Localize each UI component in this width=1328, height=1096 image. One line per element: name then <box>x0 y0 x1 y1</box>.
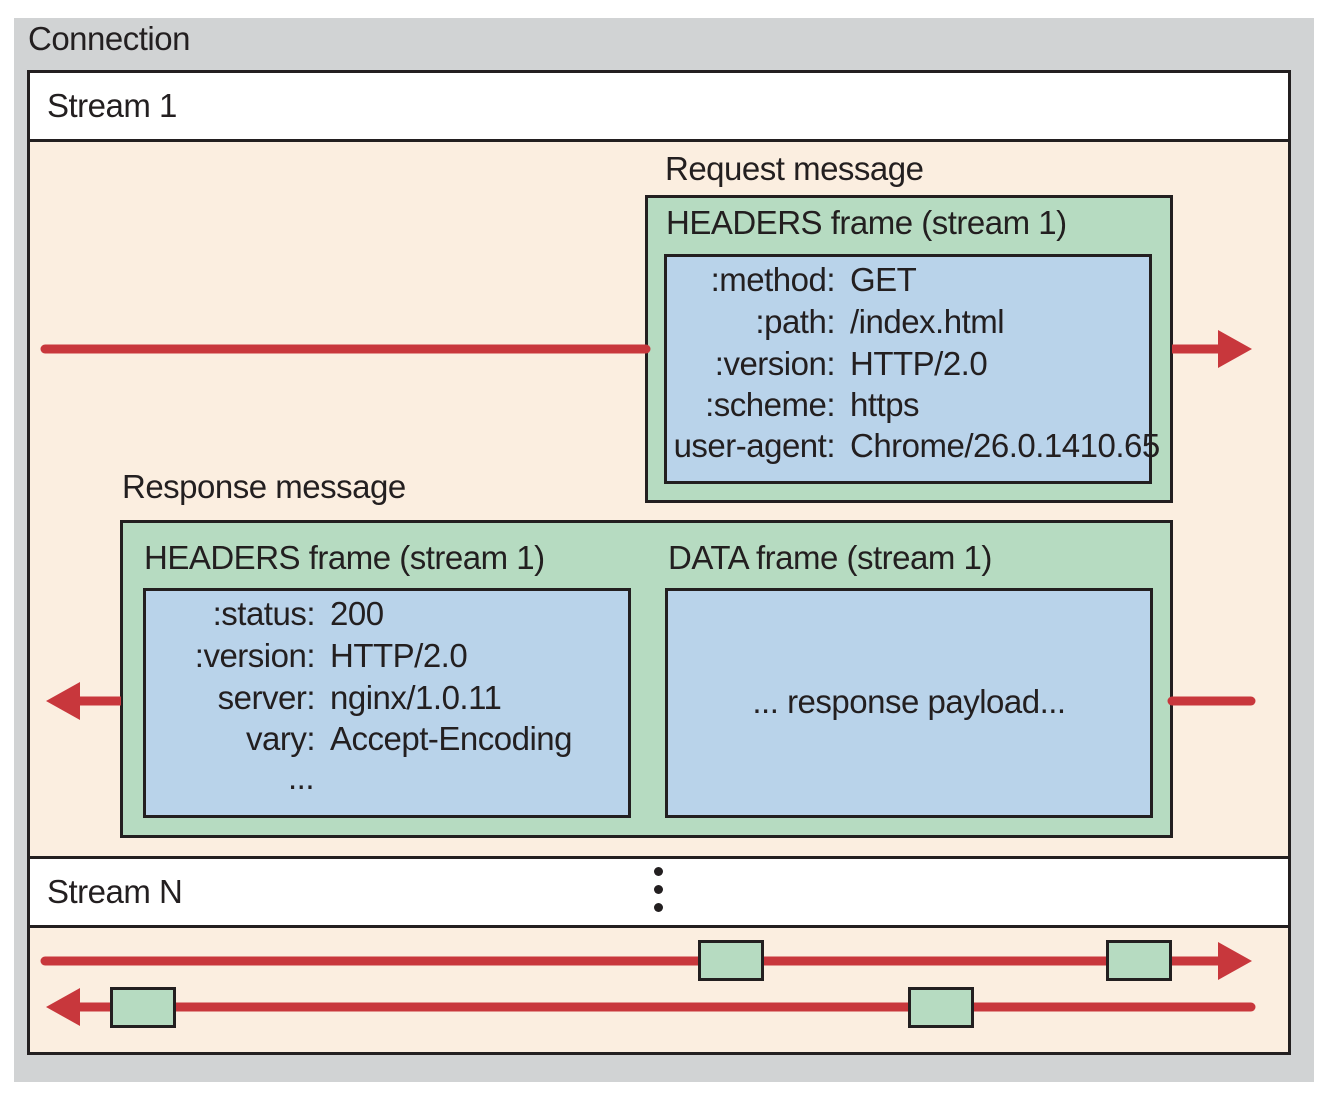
header-value: Chrome/26.0.1410.65 <box>850 427 1160 464</box>
stream-1-label: Stream 1 <box>47 87 177 124</box>
response-arrowhead-icon <box>46 682 80 720</box>
header-key: user-agent: <box>673 427 836 464</box>
response-header-ellipsis: ... <box>146 759 626 801</box>
header-key: vary: <box>245 720 316 757</box>
stream-n-in-arrowhead-icon <box>46 988 80 1026</box>
request-header-row: :version: HTTP/2.0 <box>667 345 1147 387</box>
response-data-frame-label: DATA frame (stream 1) <box>668 539 992 576</box>
response-frames: HEADERS frame (stream 1) :status: 200 :v… <box>120 520 1173 838</box>
stream-n-frame <box>1106 940 1172 981</box>
header-ellipsis: ... <box>288 759 315 796</box>
header-value: /index.html <box>850 303 1005 340</box>
stream-n-frame <box>908 987 974 1028</box>
response-headers-frame-label: HEADERS frame (stream 1) <box>144 539 545 576</box>
request-header-row: :method: GET <box>667 261 1147 303</box>
request-message-title: Request message <box>665 150 924 187</box>
response-data-block: ... response payload... <box>665 588 1153 818</box>
request-headers-frame-label: HEADERS frame (stream 1) <box>666 204 1067 241</box>
request-arrowhead-icon <box>1218 330 1252 368</box>
more-streams-ellipsis-icon <box>653 867 665 917</box>
response-message-title: Response message <box>122 468 406 505</box>
header-value: nginx/1.0.11 <box>330 679 502 716</box>
header-key: :path: <box>755 303 835 340</box>
header-key: :status: <box>212 595 316 632</box>
header-value: https <box>850 386 920 423</box>
response-headers-block: :status: 200 :version: HTTP/2.0 server: … <box>143 588 631 818</box>
header-key: :scheme: <box>705 386 835 423</box>
request-header-row: :path: /index.html <box>667 303 1147 345</box>
stream-n-body <box>27 925 1291 1055</box>
stream-n-frame <box>698 940 764 981</box>
connection-label: Connection <box>28 20 190 57</box>
response-header-row: server: nginx/1.0.11 <box>146 679 626 721</box>
stream-n-out-arrowhead-icon <box>1218 942 1252 980</box>
header-value: GET <box>850 261 917 298</box>
response-header-row: vary: Accept-Encoding <box>146 720 626 762</box>
response-header-row: :status: 200 <box>146 595 626 637</box>
header-key: :version: <box>194 637 316 674</box>
header-key: server: <box>217 679 316 716</box>
header-key: :method: <box>710 261 836 298</box>
request-headers-frame: HEADERS frame (stream 1) :method: GET :p… <box>645 195 1173 503</box>
request-header-row: :scheme: https <box>667 386 1147 428</box>
response-header-row: :version: HTTP/2.0 <box>146 637 626 679</box>
header-value: 200 <box>330 595 384 632</box>
header-key: :version: <box>714 345 836 382</box>
header-value: HTTP/2.0 <box>850 345 988 382</box>
stream-n-label: Stream N <box>47 873 183 910</box>
request-headers-block: :method: GET :path: /index.html :version… <box>664 254 1161 484</box>
header-value: Accept-Encoding <box>330 720 572 757</box>
response-payload: ... response payload... <box>752 683 1066 720</box>
stream-n-frame <box>110 987 176 1028</box>
request-header-row: user-agent: Chrome/26.0.1410.65 <box>667 427 1161 469</box>
header-value: HTTP/2.0 <box>330 637 468 674</box>
